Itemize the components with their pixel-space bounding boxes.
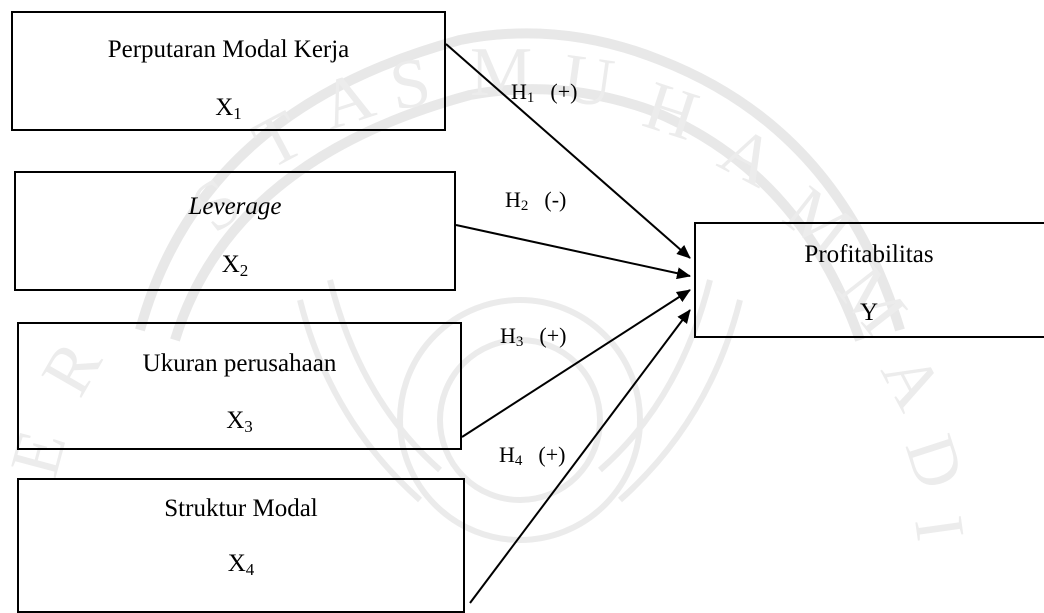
variable-symbol-x1: X1	[215, 94, 242, 123]
arrow-x1-to-y	[445, 43, 691, 259]
variable-label-y: Profitabilitas	[804, 241, 934, 268]
variable-box-y: Profitabilitas Y	[694, 222, 1044, 338]
svg-text:I: I	[899, 512, 978, 546]
svg-text:H: H	[635, 67, 707, 156]
variable-box-x1: Perputaran Modal Kerja X1	[11, 11, 446, 131]
hypothesis-label-h4: H4(+)	[499, 442, 566, 469]
variable-label-x2: Leverage	[188, 193, 282, 220]
variable-box-x3: Ukuran perusahaan X3	[17, 322, 462, 450]
svg-text:D: D	[890, 426, 979, 498]
variable-symbol-x3: X3	[226, 407, 253, 436]
hypothesis-label-h1: H1(+)	[511, 79, 578, 106]
variable-symbol-x2: X2	[221, 251, 249, 280]
svg-text:A: A	[707, 111, 788, 203]
variable-label-x1: Perputaran Modal Kerja	[107, 36, 350, 63]
variable-symbol-y: Y	[859, 299, 879, 326]
hypothesis-label-h2: H2(-)	[505, 187, 567, 214]
hypothesis-label-h3: H3(+)	[500, 323, 567, 350]
variable-label-x4: Struktur Modal	[164, 495, 318, 522]
variable-box-x4: Struktur Modal X4	[17, 478, 465, 613]
variable-box-x2: Leverage X2	[14, 171, 456, 291]
variable-label-x3: Ukuran perusahaan	[142, 350, 337, 377]
arrow-x2-to-y	[455, 224, 691, 280]
svg-text:A: A	[866, 341, 958, 422]
variable-symbol-x4: X4	[227, 550, 255, 579]
arrow-x3-to-y	[461, 289, 691, 438]
